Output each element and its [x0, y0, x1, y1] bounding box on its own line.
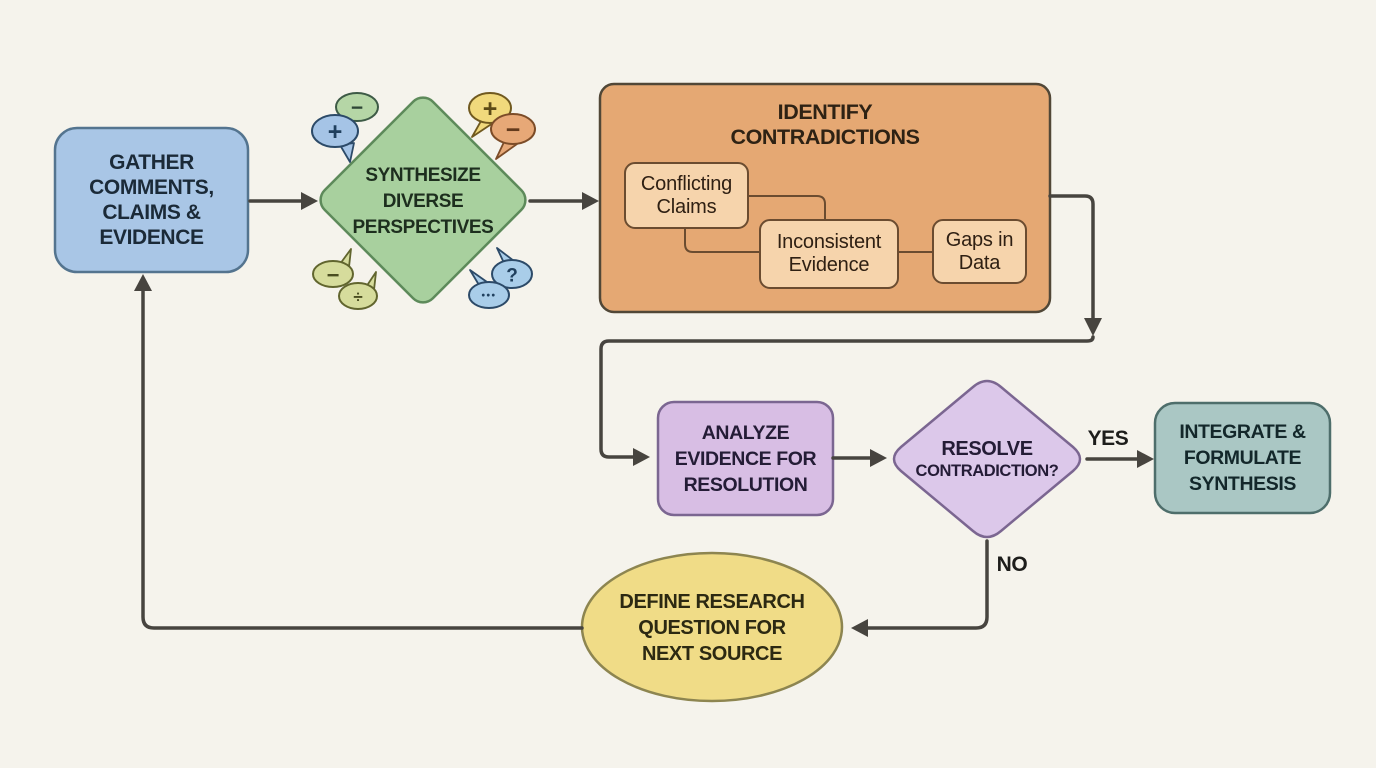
- inconsistent-evidence-label: Inconsistent Evidence: [776, 231, 882, 276]
- arrowhead-into-integrate: [1137, 450, 1154, 468]
- plus-speech-bubble-icon: [468, 92, 512, 124]
- gather-node-label: GATHER COMMENTS, CLAIMS & EVIDENCE: [55, 128, 248, 272]
- question-speech-bubble-icon: [491, 259, 533, 289]
- svg-text:−: −: [351, 97, 363, 120]
- svg-text:−: −: [506, 116, 521, 144]
- arrowhead-into-gather: [134, 274, 152, 291]
- divide-speech-bubble-icon: [338, 282, 378, 310]
- svg-text:•••: •••: [481, 291, 496, 302]
- svg-text:+: +: [328, 118, 343, 146]
- svg-text:+: +: [483, 95, 498, 123]
- synthesize-line-1: SYNTHESIZE: [365, 165, 481, 186]
- resolve-node-label: RESOLVE CONTRADICTION?: [915, 437, 1059, 480]
- arrowhead-into-identify: [582, 192, 599, 210]
- integrate-node-label: INTEGRATE & FORMULATE SYNTHESIS: [1179, 421, 1306, 495]
- minus-speech-bubble-icon: [335, 92, 379, 122]
- gather-line-1: GATHER: [109, 151, 194, 174]
- identify-node-title: IDENTIFY CONTRADICTIONS: [600, 99, 1050, 151]
- arrow-identify-down: [1048, 194, 1095, 320]
- arrowhead-into-resolve: [870, 449, 887, 467]
- synthesize-line-2: DIVERSE: [382, 191, 464, 212]
- synthesize-diamond-shape: [319, 96, 527, 304]
- arrow-to-analyze: [599, 335, 1095, 459]
- plus-speech-bubble-icon: [311, 114, 359, 148]
- arrowhead-into-synthesize: [301, 192, 318, 210]
- analyze-node-label: ANALYZE EVIDENCE FOR RESOLUTION: [674, 421, 817, 496]
- synthesize-line-3: PERSPECTIVES: [352, 217, 494, 238]
- perspective-bubbles-bottom-left: − ÷: [312, 248, 378, 310]
- integrate-node-shape: [1153, 401, 1332, 515]
- arrowhead-into-define: [851, 619, 868, 637]
- gather-line-4: EVIDENCE: [99, 226, 204, 249]
- gather-line-2: COMMENTS,: [89, 176, 214, 199]
- no-edge-label: NO: [996, 553, 1028, 576]
- yes-edge-label: YES: [1087, 427, 1129, 450]
- svg-text:−: −: [327, 263, 340, 288]
- perspective-bubbles-top-right: + −: [468, 92, 536, 160]
- conflicting-claims-label: Conflicting Claims: [640, 172, 733, 218]
- subnode-connector-claims-evidence: [748, 195, 826, 220]
- resolve-diamond-shape: [892, 379, 1082, 539]
- identify-line-1: IDENTIFY: [777, 100, 873, 124]
- gaps-in-data-label: Gaps in Data: [945, 228, 1014, 274]
- arrow-define-loop-back: [141, 289, 584, 630]
- svg-text:?: ?: [506, 266, 518, 287]
- subnode-connector-claims-evidence-left: [684, 228, 760, 253]
- synthesize-node-label: SYNTHESIZE DIVERSE PERSPECTIVES: [323, 162, 523, 242]
- arrowhead-into-analyze: [633, 448, 650, 466]
- inconsistent-evidence-subnode-shape: [759, 219, 899, 289]
- arrowhead-down-from-identify: [1084, 318, 1102, 336]
- conflicting-claims-subnode-shape: [624, 162, 749, 229]
- define-node-label: DEFINE RESEARCH QUESTION FOR NEXT SOURCE: [619, 590, 805, 665]
- svg-text:÷: ÷: [353, 288, 362, 307]
- dots-speech-bubble-icon: [468, 281, 510, 309]
- gaps-in-data-subnode-shape: [932, 219, 1027, 284]
- perspective-bubbles-bottom-right: ? •••: [468, 247, 533, 309]
- minus-speech-bubble-icon: [490, 113, 536, 145]
- gather-line-3: CLAIMS &: [102, 201, 201, 224]
- gather-node-shape: [53, 126, 250, 274]
- arrow-resolve-no: [866, 539, 989, 630]
- minus-speech-bubble-icon: [312, 260, 354, 288]
- identify-line-2: CONTRADICTIONS: [730, 125, 920, 149]
- perspective-bubbles-top-left: − +: [311, 92, 379, 163]
